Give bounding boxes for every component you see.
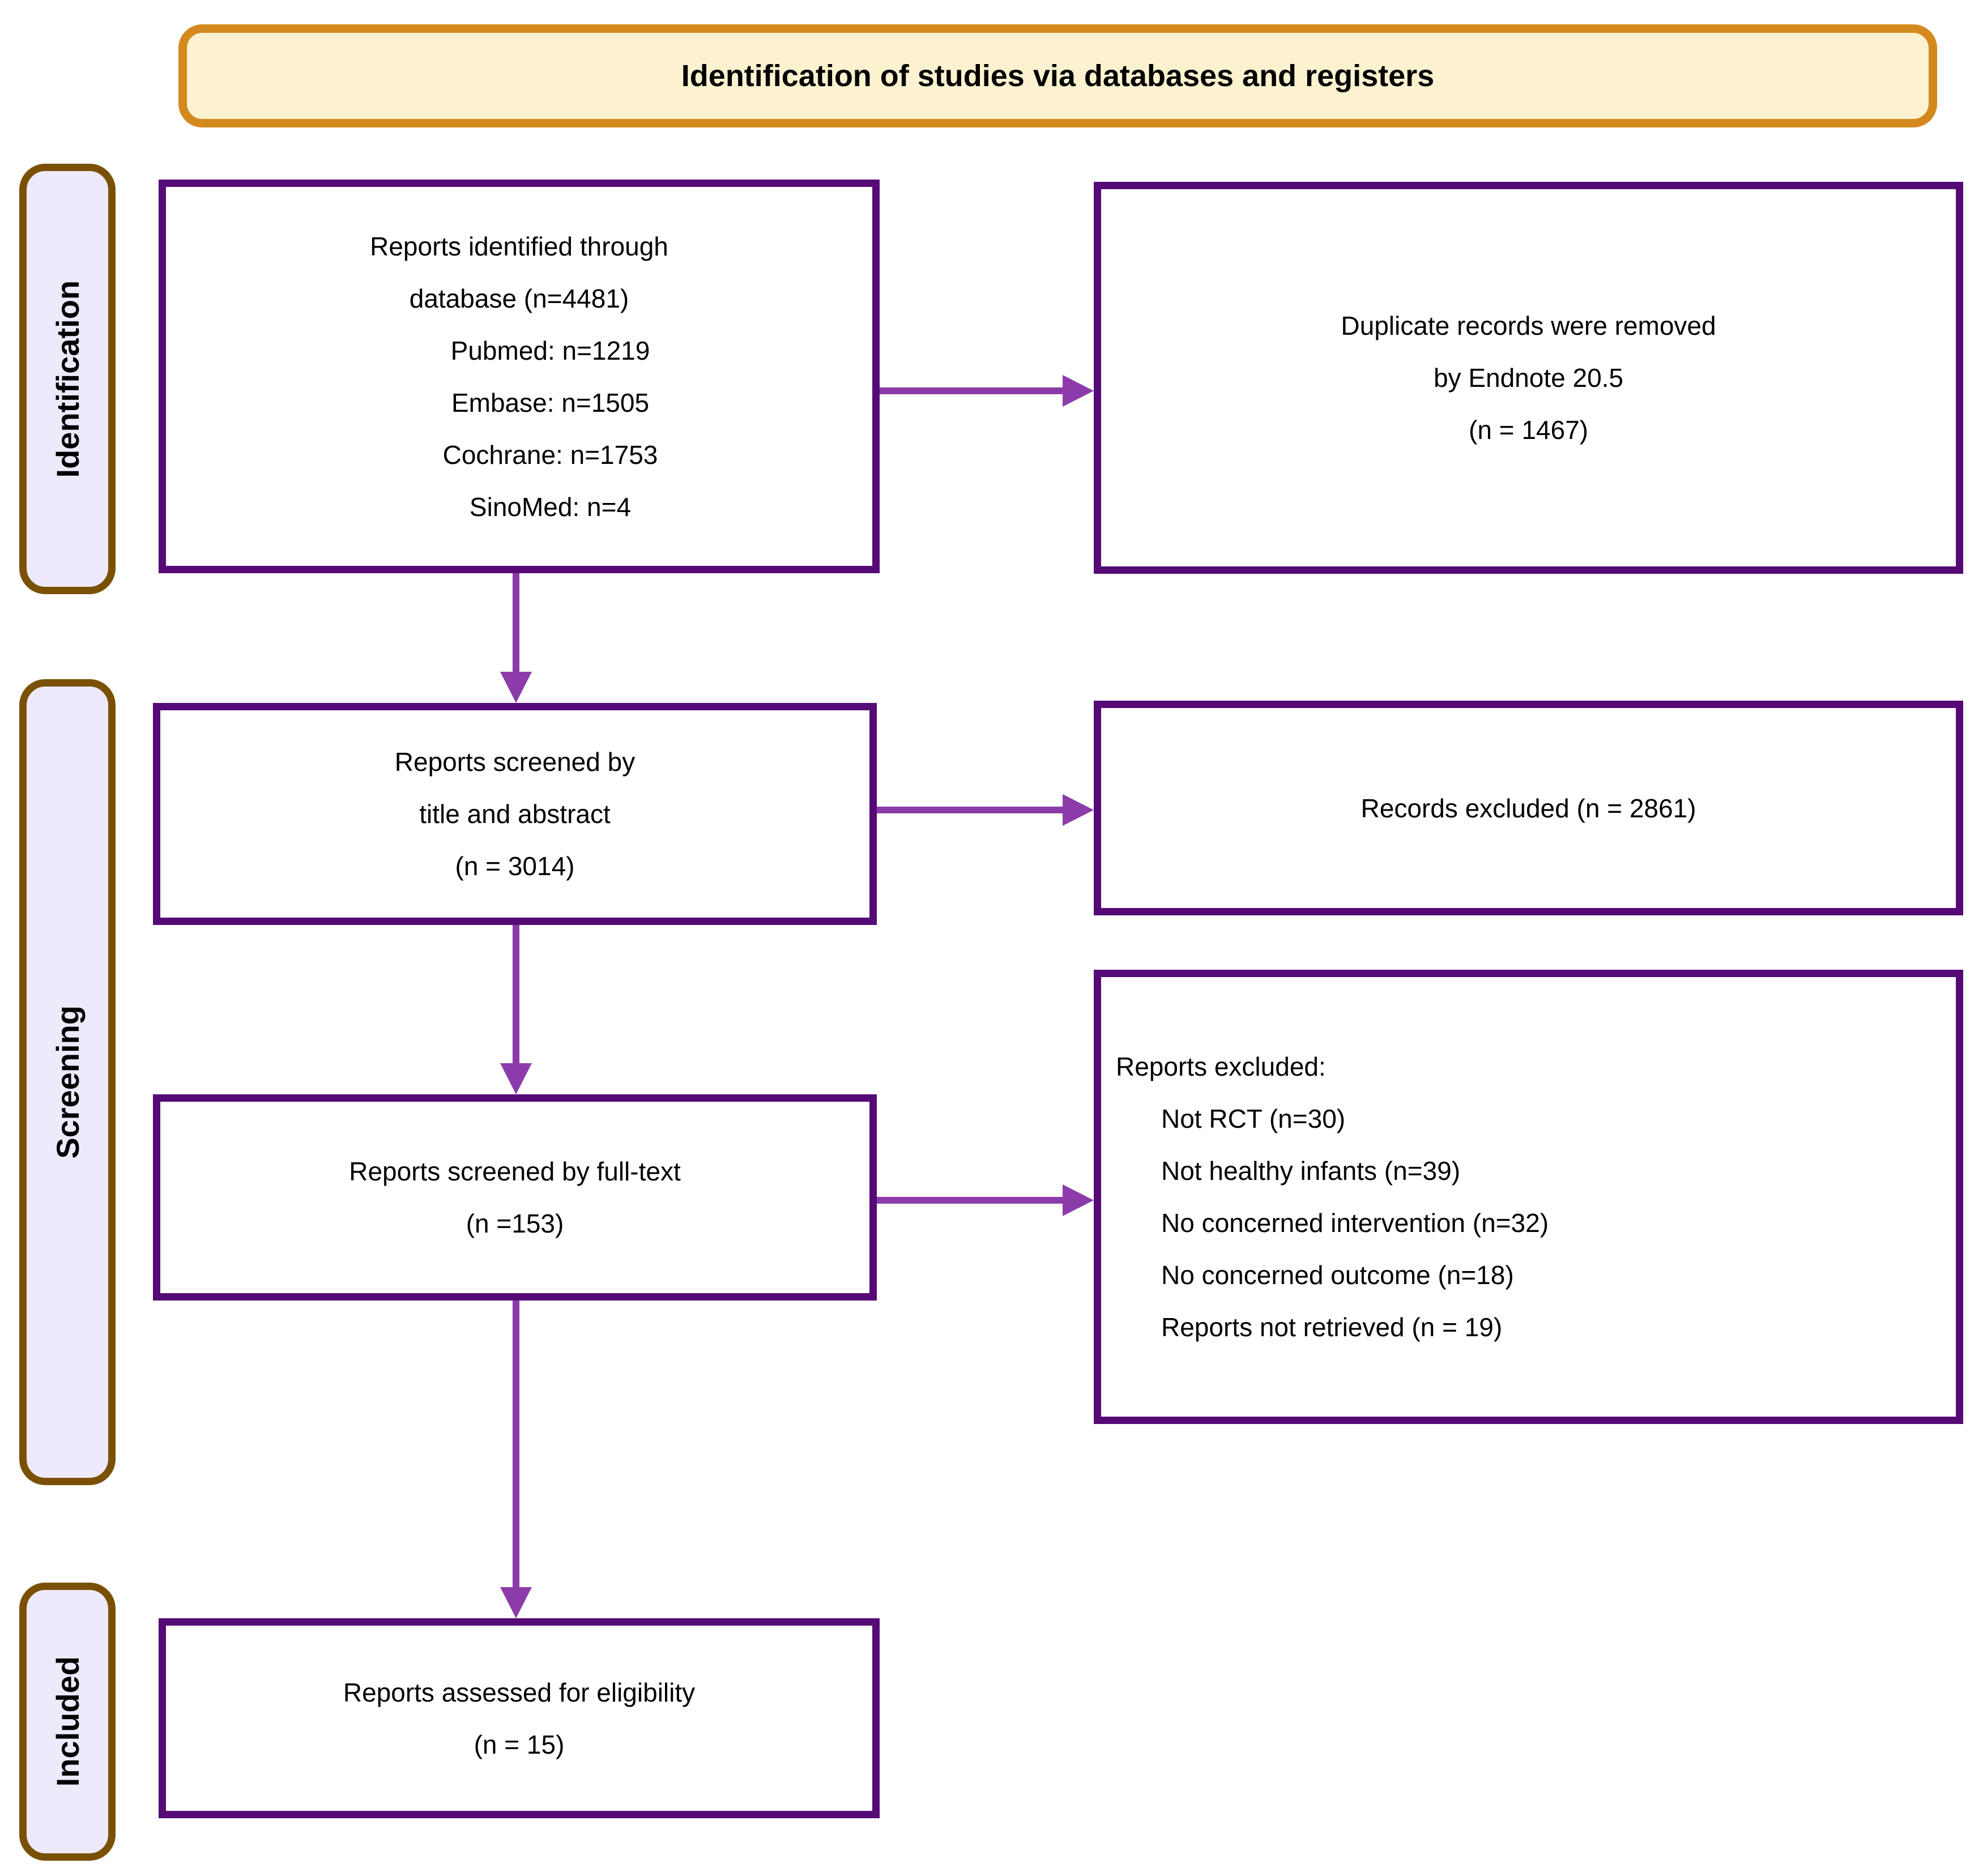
box-records-excluded: Records excluded (n = 2861) xyxy=(1094,701,1963,915)
banner-title: Identification of studies via databases … xyxy=(681,59,1435,93)
box-line: (n =153) xyxy=(466,1209,564,1238)
stage-included-text: Included xyxy=(49,1656,86,1787)
box-assessed-eligibility: Reports assessed for eligibility (n = 15… xyxy=(159,1618,880,1818)
arrow-identified-to-screened-title-icon xyxy=(500,573,532,703)
box-line-source: Pubmed: n=1219 xyxy=(450,335,650,365)
box-line: Reports screened by full-text xyxy=(349,1157,681,1186)
box-line: Reports screened by xyxy=(394,747,636,777)
box-line: title and abstract xyxy=(419,799,611,829)
stage-label-identification: Identification xyxy=(19,164,116,594)
box-line: by Endnote 20.5 xyxy=(1433,363,1624,393)
arrow-identified-to-duplicates-icon xyxy=(880,375,1094,407)
stage-identification-text: Identification xyxy=(49,280,86,478)
exclusion-heading: Reports excluded: xyxy=(1116,1052,1326,1081)
box-duplicates-removed: Duplicate records were removed by Endnot… xyxy=(1094,182,1963,574)
box-line: (n = 3014) xyxy=(455,851,575,881)
box-reports-excluded: Reports excluded: Not RCT (n=30) Not hea… xyxy=(1094,970,1963,1424)
arrow-screened-title-to-full-text-icon xyxy=(500,925,532,1094)
exclusion-reason: Not healthy infants (n=39) xyxy=(1161,1156,1461,1186)
arrow-full-text-to-reports-excluded-icon xyxy=(877,1184,1094,1216)
stage-label-screening: Screening xyxy=(19,679,116,1485)
box-line: Reports assessed for eligibility xyxy=(343,1677,696,1707)
box-line-source: SinoMed: n=4 xyxy=(469,492,632,522)
exclusion-reason: No concerned intervention (n=32) xyxy=(1161,1208,1549,1238)
box-line: (n = 15) xyxy=(474,1729,565,1759)
box-line-source: Embase: n=1505 xyxy=(451,387,650,417)
stage-label-included: Included xyxy=(19,1583,116,1861)
box-line: Reports identified through xyxy=(370,231,668,261)
box-line: Duplicate records were removed xyxy=(1341,311,1716,340)
exclusion-reason: No concerned outcome (n=18) xyxy=(1161,1260,1514,1290)
box-screened-title-abstract: Reports screened by title and abstract (… xyxy=(153,703,877,925)
exclusion-reason: Reports not retrieved (n = 19) xyxy=(1161,1312,1503,1342)
box-line-source: Cochrane: n=1753 xyxy=(442,440,658,470)
arrow-screened-title-to-records-excluded-icon xyxy=(877,794,1094,826)
banner: Identification of studies via databases … xyxy=(178,24,1937,127)
box-reports-identified: Reports identified through database (n=4… xyxy=(159,180,880,573)
box-line: Records excluded (n = 2861) xyxy=(1361,793,1696,823)
stage-screening-text: Screening xyxy=(49,1005,86,1159)
box-screened-full-text: Reports screened by full-text (n =153) xyxy=(153,1094,877,1301)
box-line: database (n=4481) xyxy=(409,283,629,313)
exclusion-reason: Not RCT (n=30) xyxy=(1161,1104,1346,1133)
arrow-full-text-to-assessed-icon xyxy=(500,1301,532,1618)
box-line: (n = 1467) xyxy=(1469,415,1588,445)
